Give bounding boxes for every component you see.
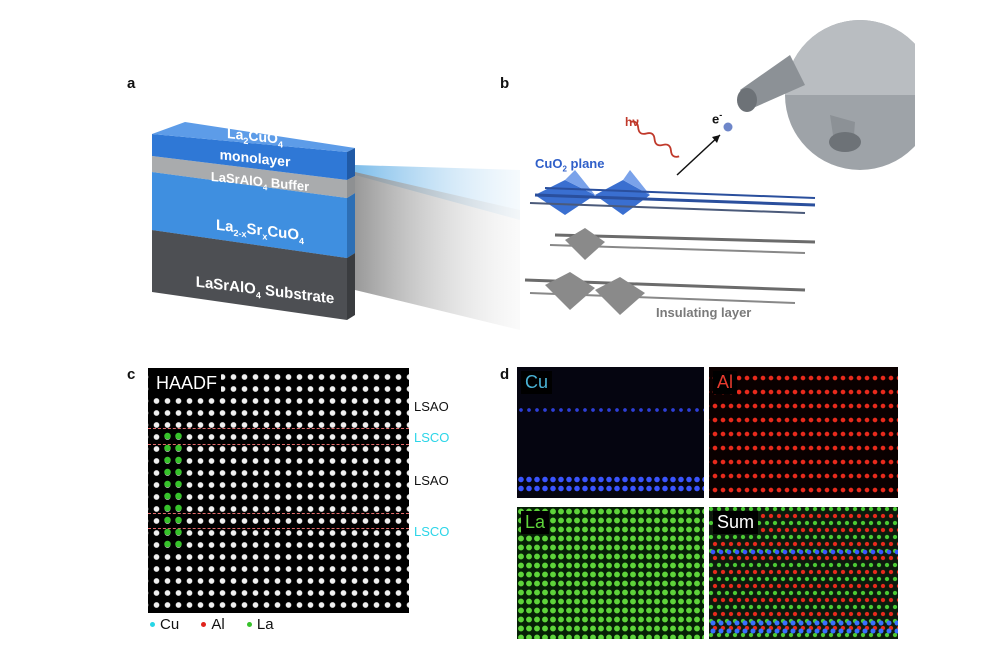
- eds-title-la: La: [521, 511, 550, 534]
- electron-arrow: [676, 134, 721, 176]
- interface-line: [148, 528, 409, 529]
- legend-item-la: La: [246, 616, 274, 633]
- layer-label-lsao-2: LSAO: [414, 473, 449, 488]
- cuo2-plane-atoms: [529, 170, 816, 215]
- photon-wave: [629, 120, 680, 158]
- legend-item-cu: Cu: [150, 616, 179, 633]
- interface-line: [148, 444, 409, 445]
- layer-label-lsco-2: LSCO: [414, 524, 450, 539]
- eds-map-sum: Sum: [709, 507, 898, 639]
- panel-label-c: c: [127, 366, 136, 383]
- element-legend: Cu Al La: [150, 616, 292, 633]
- legend-item-al: Al: [201, 616, 225, 633]
- eds-title-cu: Cu: [521, 371, 553, 394]
- interface-line: [148, 513, 409, 514]
- insulating-layer-atoms: [524, 228, 816, 315]
- panel-label-d: d: [500, 366, 510, 383]
- eds-title-al: Al: [713, 371, 738, 394]
- interface-line: [148, 428, 409, 429]
- panel-label-b: b: [500, 75, 510, 92]
- eds-title-sum: Sum: [713, 511, 759, 534]
- atom-overlay-column: [162, 430, 184, 550]
- eds-map-al: Al: [709, 367, 898, 498]
- layer-label-lsco-1: LSCO: [414, 430, 450, 445]
- cuo2-plane-label: CuO2 plane: [535, 156, 605, 174]
- haadf-image: HAADF: [148, 368, 409, 613]
- electron-dot: [723, 122, 733, 132]
- buffer-layer-front: [152, 156, 347, 198]
- photon-label: hν: [625, 115, 640, 129]
- substrate-layer-front: [152, 230, 347, 320]
- monolayer-front: [152, 134, 347, 180]
- eds-map-cu: Cu: [517, 367, 704, 498]
- layer-stack-diagram: [152, 122, 520, 330]
- lsco-layer-front: [152, 172, 347, 258]
- electron-analyzer-icon: [737, 20, 915, 170]
- projection-beam-grey: [355, 172, 520, 330]
- electron-label: e-: [712, 110, 723, 127]
- layer-label-lsao-1: LSAO: [414, 399, 449, 414]
- panel-label-a: a: [127, 75, 136, 92]
- insulating-layer-label: Insulating layer: [656, 305, 752, 320]
- haadf-title: HAADF: [152, 372, 222, 395]
- eds-map-la: La: [517, 507, 704, 639]
- crystal-structure-diagram: [524, 20, 915, 315]
